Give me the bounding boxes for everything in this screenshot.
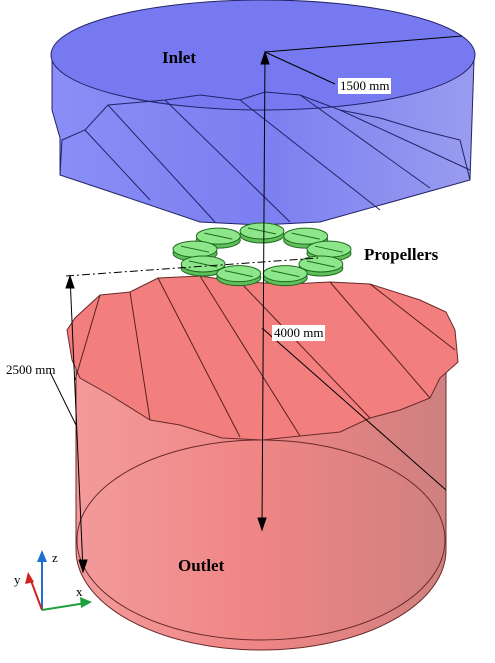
x-axis-label: x — [76, 584, 83, 599]
y-axis-label: y — [14, 572, 21, 587]
propeller-disc — [180, 255, 226, 277]
total-height-dimension: 4000 mm — [272, 325, 326, 341]
outlet-top-facets — [74, 275, 456, 438]
height-2500-arrow-bottom — [78, 559, 88, 574]
propeller-plane-dashdot — [65, 257, 319, 277]
height-4000-line — [261, 51, 266, 529]
outlet-height-dimension: 2500 mm — [6, 362, 56, 377]
height-2500-leader — [49, 371, 77, 426]
height-4000-arrow-bottom — [257, 517, 267, 532]
y-axis — [29, 577, 43, 611]
height-2500-arrow-top — [65, 274, 75, 289]
propeller-group — [172, 222, 352, 287]
z-axis-label: z — [52, 550, 58, 565]
coordinate-axes — [25, 550, 92, 611]
dimension-lines — [49, 35, 463, 574]
inlet-label: Inlet — [162, 48, 196, 67]
radius-1500-line — [264, 35, 463, 53]
outlet-label: Outlet — [178, 556, 225, 575]
height-2500-line — [69, 275, 84, 571]
inlet-top-surface — [50, 0, 476, 111]
propeller-disc — [306, 240, 352, 262]
inlet-radius-dimension: 1500 mm — [338, 78, 392, 94]
radius-1500-leader — [264, 51, 336, 85]
propellers-label: Propellers — [364, 245, 439, 264]
outlet-region — [66, 275, 459, 651]
inlet-bottom-edge — [59, 91, 471, 181]
inlet-region — [50, 0, 476, 226]
propeller-disc — [262, 265, 308, 287]
radius-4000-leader — [261, 327, 447, 491]
x-axis — [41, 602, 87, 611]
x-axis-arrow — [80, 597, 92, 608]
z-axis-arrow — [37, 550, 47, 562]
inlet-facets — [84, 94, 471, 223]
y-axis-arrow — [25, 572, 34, 584]
propeller-disc — [283, 227, 329, 249]
propeller-disc — [216, 265, 262, 287]
propeller-disc — [239, 222, 285, 244]
height-4000-arrow-top — [260, 50, 270, 65]
